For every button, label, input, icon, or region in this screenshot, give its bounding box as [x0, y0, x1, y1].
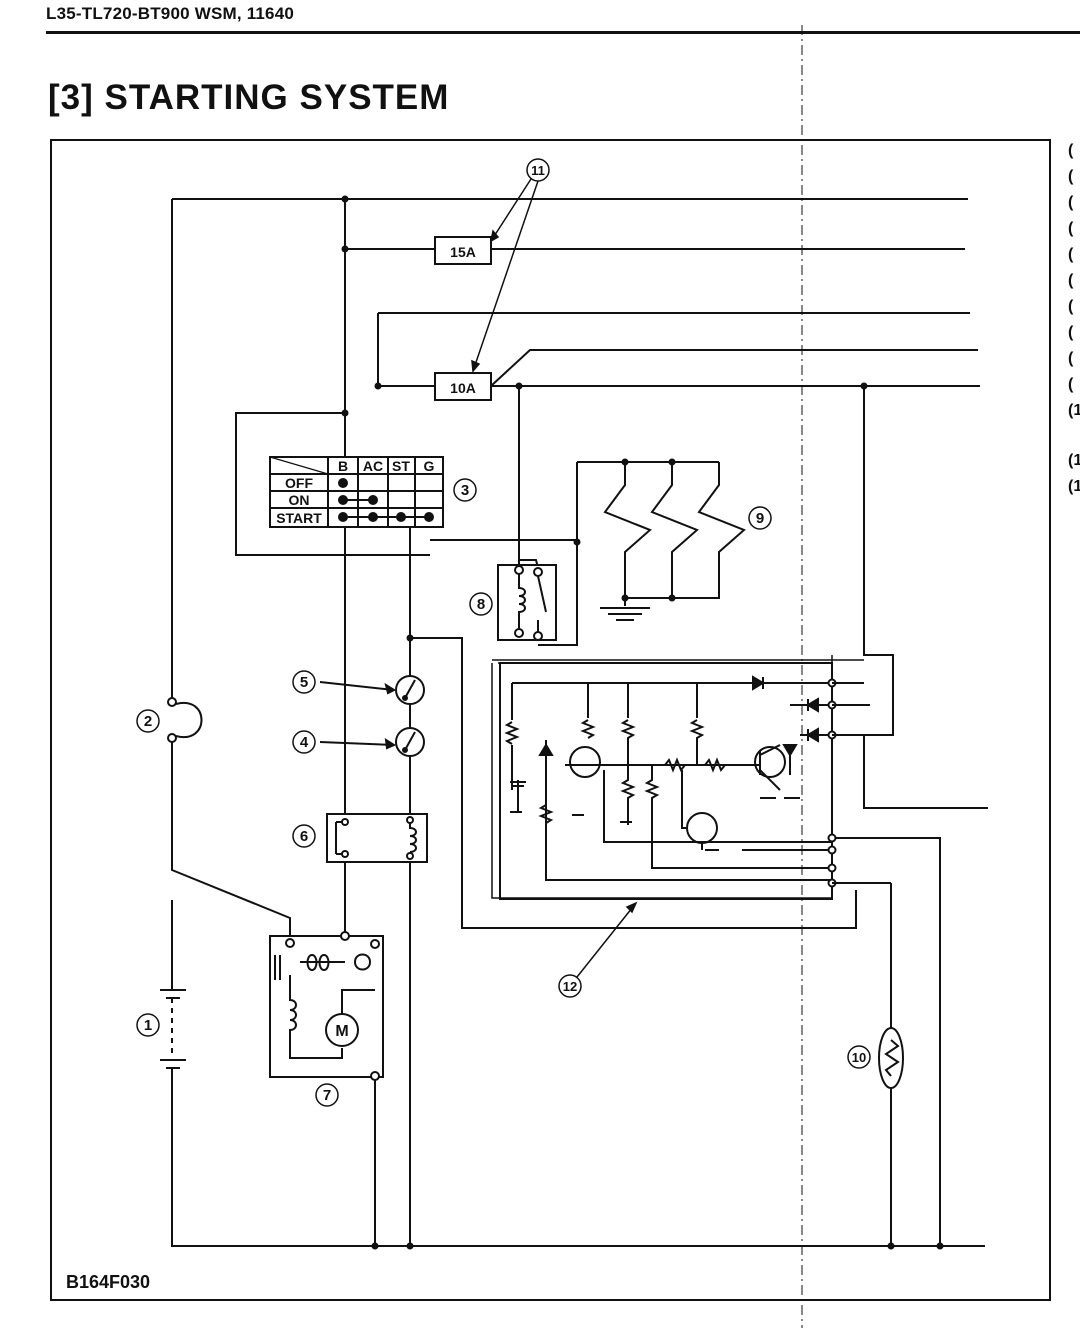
- side-item: (: [1068, 168, 1074, 185]
- ks-col-st: ST: [392, 458, 410, 474]
- side-item: (: [1068, 272, 1074, 289]
- ks-col-g: G: [424, 458, 435, 474]
- leader-4: [319, 741, 395, 746]
- glow-timer-unit: [491, 655, 891, 900]
- fuse-10a-label: 10A: [450, 380, 476, 396]
- side-item: (: [1068, 350, 1074, 367]
- callout-7: 7: [323, 1087, 331, 1104]
- safety-switch-5: [395, 675, 425, 705]
- fuse-15a: 15A: [434, 236, 492, 265]
- side-item: (1: [1068, 402, 1080, 419]
- callout-1: 1: [144, 1017, 152, 1034]
- side-item: (: [1068, 220, 1074, 237]
- fusible-link: [167, 697, 203, 743]
- callouts: 1 2 3 4 5 6 7 8 9 10 11 12: [136, 158, 871, 1107]
- side-item: (: [1068, 324, 1074, 341]
- callout-3: 3: [461, 482, 469, 499]
- figure-code: B164F030: [66, 1272, 151, 1292]
- key-switch-table: B AC ST G OFF ON START: [269, 456, 444, 528]
- ks-row-off: OFF: [285, 475, 313, 491]
- callout-10: 10: [852, 1050, 866, 1065]
- callout-4: 4: [300, 734, 309, 751]
- callout-8: 8: [477, 596, 485, 613]
- battery: [160, 989, 186, 1069]
- glow-plugs: [577, 461, 746, 621]
- figure-frame: [50, 139, 1051, 1301]
- side-item: (: [1068, 298, 1074, 315]
- callout-6: 6: [300, 828, 308, 845]
- thermo-sensor: [878, 1027, 904, 1089]
- side-item: (1: [1068, 478, 1080, 495]
- junction-dots: [341, 195, 944, 1250]
- side-item: (: [1068, 376, 1074, 393]
- callout-5: 5: [300, 674, 308, 691]
- starter-motor: M: [269, 931, 384, 1081]
- motor-label: M: [335, 1023, 348, 1040]
- callout-11: 11: [531, 163, 545, 178]
- document-header: L35-TL720-BT900 WSM, 11640: [46, 4, 295, 23]
- section-title: [3] STARTING SYSTEM: [48, 78, 450, 117]
- glow-relay: [497, 564, 557, 641]
- side-item: (1: [1068, 452, 1080, 469]
- header-rule: [46, 31, 1080, 34]
- callout-12: 12: [563, 979, 577, 994]
- callout-2: 2: [144, 713, 152, 730]
- side-item: (: [1068, 246, 1074, 263]
- leader-5: [319, 681, 395, 691]
- wires: [171, 198, 988, 1247]
- side-item: (: [1068, 142, 1074, 159]
- ks-col-b: B: [338, 458, 348, 474]
- starter-relay: [326, 813, 428, 863]
- ks-col-ac: AC: [363, 458, 383, 474]
- callout-9: 9: [756, 510, 764, 527]
- fuse-10a: 10A: [434, 372, 492, 401]
- ks-row-on: ON: [289, 492, 310, 508]
- safety-switch-4: [395, 727, 425, 757]
- side-item: (: [1068, 194, 1074, 211]
- fuse-15a-label: 15A: [450, 244, 476, 260]
- ks-row-start: START: [276, 510, 322, 526]
